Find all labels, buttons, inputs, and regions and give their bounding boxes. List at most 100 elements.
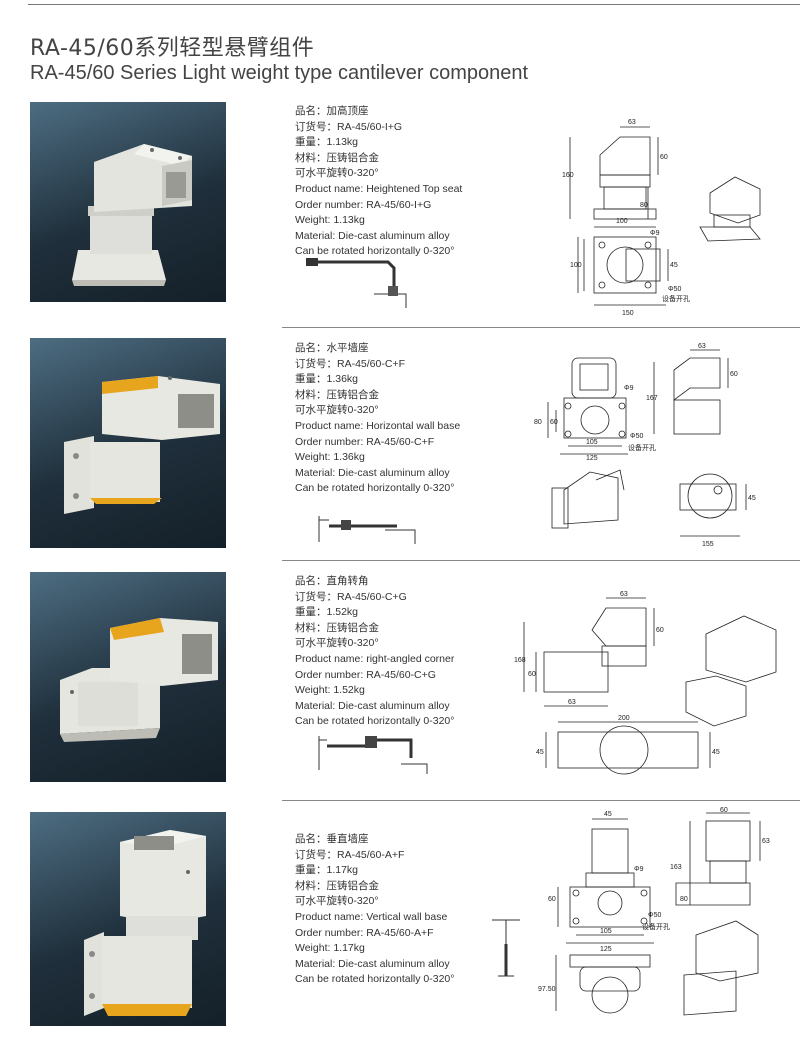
spec-line: Can be rotated horizontally 0-320° <box>295 715 455 728</box>
spec-line: 品名：加高顶座 <box>295 105 369 117</box>
product-photo <box>30 812 226 1026</box>
spec-line: Weight: 1.17kg <box>295 942 365 955</box>
spec-line: 订货号：RA-45/60-C+F <box>295 357 405 370</box>
product-photo <box>30 102 226 302</box>
dim-label: 100 <box>570 262 582 269</box>
spec-line: 重量：1.13kg <box>295 136 359 149</box>
spec-line: Weight: 1.13kg <box>295 214 365 227</box>
spec-line: Weight: 1.36kg <box>295 451 365 464</box>
dim-label: 97.50 <box>538 986 556 993</box>
dim-label: 63 <box>628 119 636 126</box>
installation-sketch <box>318 736 428 774</box>
dim-label: 设备开孔 <box>642 922 670 931</box>
section-divider <box>282 327 800 328</box>
spec-line: Can be rotated horizontally 0-320° <box>295 245 455 258</box>
dim-label: 45 <box>712 749 720 756</box>
dim-label: 80 <box>640 202 648 209</box>
spec-line: 品名：直角转角 <box>295 575 369 587</box>
installation-sketch <box>306 258 407 308</box>
dim-label: Φ9 <box>624 385 634 392</box>
dim-label: 设备开孔 <box>628 443 656 452</box>
dim-label: 60 <box>550 419 558 426</box>
dim-label: 163 <box>670 864 682 871</box>
dim-label: 60 <box>720 807 728 814</box>
spec-line: 可水平旋转0-320° <box>295 167 379 180</box>
spec-line: 材料：压铸铝合金 <box>295 879 379 892</box>
dim-label: 45 <box>670 262 678 269</box>
spec-line: 品名：水平墙座 <box>295 342 369 354</box>
dim-label: 60 <box>660 154 668 161</box>
dim-label: 45 <box>604 811 612 818</box>
spec-block: 品名：加高顶座 订货号：RA-45/60-I+G 重量：1.13kg 材料：压铸… <box>295 104 462 260</box>
dim-label: Φ50 <box>630 433 643 440</box>
spec-line: 订货号：RA-45/60-A+F <box>295 848 405 861</box>
spec-line: Can be rotated horizontally 0-320° <box>295 973 455 986</box>
spec-line: Order number: RA-45/60-A+F <box>295 926 434 939</box>
dim-label: 155 <box>702 541 714 548</box>
spec-line: 材料：压铸铝合金 <box>295 388 379 401</box>
dim-label: 63 <box>698 343 706 350</box>
spec-line: 可水平旋转0-320° <box>295 637 379 650</box>
section-divider <box>282 560 800 561</box>
technical-drawing: 63 60 167 80 60 105 125 Φ9 Φ50 设备开孔 45 1… <box>534 343 756 548</box>
spec-line: Product name: Vertical wall base <box>295 910 448 923</box>
dim-label: 168 <box>514 657 526 664</box>
dim-label: 60 <box>730 371 738 378</box>
section-divider <box>282 800 800 801</box>
technical-drawing: 63 60 168 60 63 200 45 45 <box>514 591 777 775</box>
dim-label: 63 <box>762 838 770 845</box>
technical-drawing: 63 60 160 80 100 100 45 150 Φ9 Φ50 设备开孔 <box>562 119 761 317</box>
product-photo <box>30 572 226 782</box>
spec-line: Order number: RA-45/60-C+G <box>295 668 436 681</box>
spec-line: Product name: Heightened Top seat <box>295 182 463 195</box>
spec-block: 品名：垂直墙座 订货号：RA-45/60-A+F 重量：1.17kg 材料：压铸… <box>295 832 454 988</box>
spec-line: Material: Die-cast aluminum alloy <box>295 699 450 712</box>
installation-sketch <box>492 919 520 977</box>
dim-label: 105 <box>586 439 598 446</box>
top-rule <box>28 4 800 5</box>
dim-label: 160 <box>562 172 574 179</box>
dim-label: Φ9 <box>634 866 644 873</box>
dim-label: Φ50 <box>668 286 681 293</box>
dim-label: 63 <box>620 591 628 598</box>
spec-line: Can be rotated horizontally 0-320° <box>295 482 455 495</box>
dim-label: 45 <box>748 495 756 502</box>
dim-label: 200 <box>618 715 630 722</box>
dim-label: 80 <box>680 896 688 903</box>
spec-line: Material: Die-cast aluminum alloy <box>295 229 450 242</box>
dim-label: 60 <box>548 896 556 903</box>
spec-line: Order number: RA-45/60-I+G <box>295 198 432 211</box>
dim-label: 63 <box>568 699 576 706</box>
dim-label: 60 <box>656 627 664 634</box>
spec-line: 重量：1.17kg <box>295 864 359 877</box>
spec-line: 重量：1.52kg <box>295 606 359 619</box>
spec-line: Material: Die-cast aluminum alloy <box>295 466 450 479</box>
spec-line: 重量：1.36kg <box>295 373 359 386</box>
spec-block: 品名：直角转角 订货号：RA-45/60-C+G 重量：1.52kg 材料：压铸… <box>295 574 454 730</box>
spec-line: Order number: RA-45/60-C+F <box>295 435 435 448</box>
dim-label: 80 <box>534 419 542 426</box>
page-title-en: RA-45/60 Series Light weight type cantil… <box>30 62 529 84</box>
spec-line: Weight: 1.52kg <box>295 684 365 697</box>
dim-label: 105 <box>600 928 612 935</box>
dim-label: 150 <box>622 310 634 317</box>
spec-line: 可水平旋转0-320° <box>295 895 379 908</box>
dim-label: Φ9 <box>650 230 660 237</box>
spec-line: Product name: right-angled corner <box>295 652 455 665</box>
spec-line: Product name: Horizontal wall base <box>295 419 461 432</box>
page-title-cn: RA-45/60系列轻型悬臂组件 <box>30 36 315 61</box>
dim-label: 100 <box>616 218 628 225</box>
dim-label: 设备开孔 <box>662 294 690 303</box>
technical-drawing: 45 60 63 163 80 60 105 125 Φ9 Φ50 设备开孔 9… <box>538 807 770 1016</box>
dim-label: 125 <box>586 455 598 462</box>
dim-label: Φ50 <box>648 912 661 919</box>
dim-label: 125 <box>600 946 612 953</box>
spec-line: 品名：垂直墙座 <box>295 833 369 845</box>
product-photo <box>30 338 226 548</box>
spec-line: 材料：压铸铝合金 <box>295 621 379 634</box>
spec-line: 订货号：RA-45/60-I+G <box>295 120 403 133</box>
installation-sketch <box>318 516 416 544</box>
spec-line: 材料：压铸铝合金 <box>295 151 379 164</box>
dim-label: 60 <box>528 671 536 678</box>
spec-line: 订货号：RA-45/60-C+G <box>295 590 407 603</box>
